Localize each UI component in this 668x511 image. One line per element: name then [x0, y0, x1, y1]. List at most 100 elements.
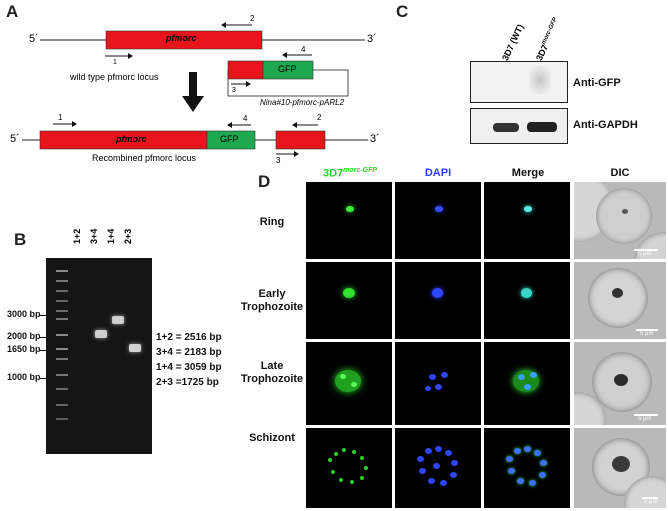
gfp-signal [364, 466, 368, 470]
lane-label-3-4: 3+4 [89, 228, 99, 244]
recomb-gene-label: pfmorc [116, 134, 147, 144]
dapi-signal [425, 448, 432, 454]
image-early-dapi [395, 262, 481, 339]
plasmid-gene-block [227, 60, 264, 80]
image-early-gfp [306, 262, 392, 339]
wt-3prime: 3´ [367, 33, 377, 45]
dapi-signal [419, 468, 426, 474]
merge-signal [534, 450, 541, 456]
panel-letter-a: A [6, 2, 19, 21]
primer-1-label: 1 [113, 59, 117, 66]
dapi-signal [429, 374, 436, 380]
merge-signal [529, 480, 536, 486]
image-late-dic: 5 µm [574, 342, 666, 425]
primer-4-bottom-label: 4 [243, 114, 248, 123]
ladder-band [56, 374, 68, 376]
scale-bar [634, 414, 658, 416]
gfp-signal [339, 478, 343, 482]
agarose-gel [46, 258, 152, 454]
panel-letter-b: B [14, 230, 27, 249]
scale-label: 5 µm [638, 416, 652, 422]
lane-label-1-4: 1+4 [106, 228, 116, 244]
recomb-locus-label: Recombined pfmorc locus [92, 153, 197, 163]
image-early-merge [484, 262, 570, 339]
ladder-size-1000: 1000 bp [7, 372, 41, 382]
wb-lane-wt: 3D7 (WT) [500, 22, 526, 63]
ladder-size-2000: 2000 bp [7, 331, 41, 341]
row-label-schizont: Schizont [249, 432, 295, 444]
image-schizont-dic: 5 µm [574, 428, 666, 508]
scale-bar [636, 329, 658, 331]
dapi-signal [428, 478, 435, 484]
scale-bar [634, 249, 658, 251]
merge-signal [524, 446, 531, 452]
gfp-signal [350, 480, 354, 484]
merge-signal [524, 206, 532, 212]
image-late-merge [484, 342, 570, 425]
merge-signal [521, 288, 532, 298]
product-1-2: 1+2 = 2516 bp [156, 332, 222, 343]
recomb-gfp-block [206, 130, 256, 150]
image-ring-dapi [395, 182, 481, 259]
wt-gene-label: pfmorc [166, 33, 197, 43]
gfp-signal [351, 382, 357, 387]
primer-4-plasmid-label: 4 [301, 45, 306, 54]
recomb-3prime: 3´ [370, 133, 380, 145]
ladder-tick [40, 337, 50, 338]
parasite-shape [622, 209, 628, 214]
merge-signal [524, 384, 531, 390]
dapi-signal [445, 450, 452, 456]
wt-5prime: 5´ [29, 33, 39, 45]
gapdh-band-wt [493, 123, 519, 132]
row-label-early-trophozoite: Early Trophozoite [240, 288, 304, 313]
wb-lane-morc-gfp: 3D7morc-GFP [534, 16, 559, 63]
rbc-shape [588, 268, 648, 328]
col-head-gfp: 3D7morc-GFP [322, 167, 378, 180]
gfp-band [529, 66, 551, 94]
panel-a-diagram [22, 22, 368, 157]
recombination-arrow-shaft [189, 72, 197, 98]
dapi-signal [435, 384, 442, 390]
blot-anti-gfp [470, 61, 568, 103]
image-ring-dic: 5 µm [574, 182, 666, 259]
image-late-dapi [395, 342, 481, 425]
lane-label-1-2: 1+2 [72, 228, 82, 244]
gfp-signal [343, 288, 355, 298]
primer-2-bottom-label: 2 [317, 113, 322, 122]
parasite-shape [614, 374, 628, 386]
gel-band-2-3 [129, 344, 141, 352]
merge-signal [517, 478, 524, 484]
plasmid-label: Nina#10-pfmorc-pARL2 [260, 98, 345, 107]
ladder-band [56, 318, 68, 320]
lane-label-2-3: 2+3 [123, 228, 133, 244]
ladder-tick [40, 315, 50, 316]
image-ring-gfp [306, 182, 392, 259]
ladder-band [56, 348, 68, 350]
primer-3-bottom-label: 3 [276, 156, 281, 165]
merge-signal [514, 448, 521, 454]
parasite-shape [612, 288, 623, 298]
scale-label: 5 µm [638, 251, 652, 257]
dapi-signal [440, 480, 447, 486]
dapi-signal [433, 463, 440, 469]
gapdh-band-morc [527, 122, 557, 132]
scale-label: 5 µm [640, 331, 654, 337]
merge-signal [540, 460, 547, 466]
panel-letter-c: C [396, 2, 409, 21]
col-head-dic: DIC [610, 167, 630, 179]
blot-anti-gapdh [470, 108, 568, 144]
gfp-signal [334, 452, 338, 456]
ladder-band [56, 358, 68, 360]
row-label-ring: Ring [259, 216, 285, 228]
col-head-merge: Merge [511, 167, 545, 179]
wt-gene-block [105, 30, 263, 50]
gfp-signal [331, 470, 335, 474]
gfp-signal [335, 370, 361, 392]
product-3-4: 3+4 = 2183 bp [156, 347, 222, 358]
gfp-signal [346, 206, 354, 212]
ladder-tick [40, 350, 50, 351]
recombination-arrow-head [182, 96, 204, 112]
gfp-signal [328, 458, 332, 462]
blot-label-anti-gfp: Anti-GFP [573, 77, 621, 89]
ladder-band [56, 280, 68, 282]
